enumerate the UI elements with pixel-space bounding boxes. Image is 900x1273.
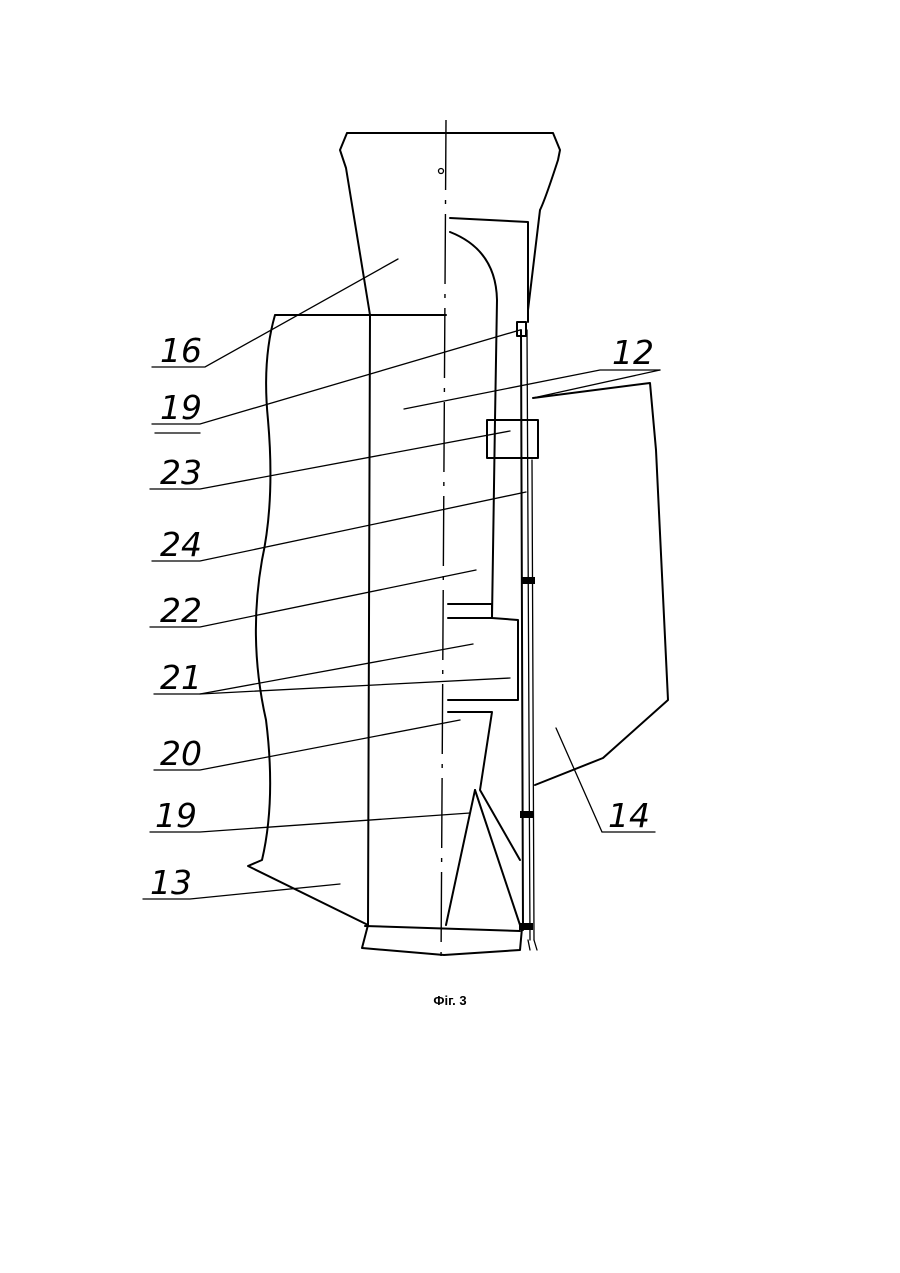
clamp-bottom [519,923,533,930]
side-unit-outline [533,383,668,785]
clamp-low [520,811,534,818]
rail-2 [527,330,530,940]
body-bottom-line [365,926,520,931]
chamber-outline [448,218,528,860]
label-21: 21 [160,658,202,697]
strut-b [475,790,520,925]
leader-19-top [152,330,520,424]
strut-a [446,790,475,925]
label-24: 24 [160,525,202,564]
leader-19-bottom [150,813,470,832]
center-axis [441,120,446,965]
label-22: 22 [160,591,202,630]
label-20: 20 [160,734,202,773]
body-outline [248,315,522,955]
label-14: 14 [608,796,650,835]
leader-24 [152,492,526,561]
leader-12a [404,370,660,409]
axis-point [439,169,444,174]
label-19-top: 19 [160,388,202,427]
label-19-bottom: 19 [155,796,197,835]
label-12: 12 [612,333,654,372]
label-16: 16 [160,331,202,370]
leader-23 [150,431,510,489]
label-23: 23 [160,453,202,492]
body-inner-line [368,315,370,925]
detail-marks [528,940,537,950]
figure-caption: Фіг. 3 [0,993,900,1008]
label-13: 13 [150,863,192,902]
clamp-mid [521,577,535,584]
rail-3 [532,460,534,940]
